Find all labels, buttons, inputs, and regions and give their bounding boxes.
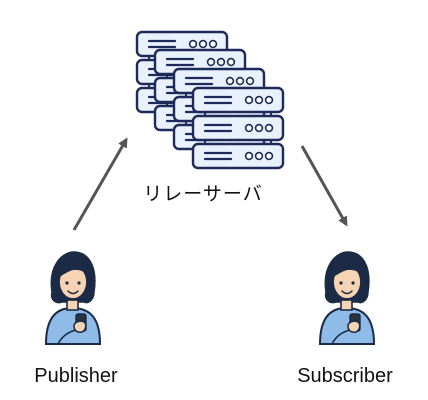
publisher-person-icon (45, 251, 101, 345)
server-icon (137, 32, 283, 168)
subscriber-person-icon (319, 251, 375, 345)
relay-to-subscriber-arrow (300, 145, 348, 227)
subscriber-label: Subscriber (297, 365, 393, 387)
publisher-label: Publisher (34, 365, 118, 387)
publisher-to-relay-arrow (72, 137, 128, 231)
relay-server-label: リレーサーバ (143, 183, 263, 205)
